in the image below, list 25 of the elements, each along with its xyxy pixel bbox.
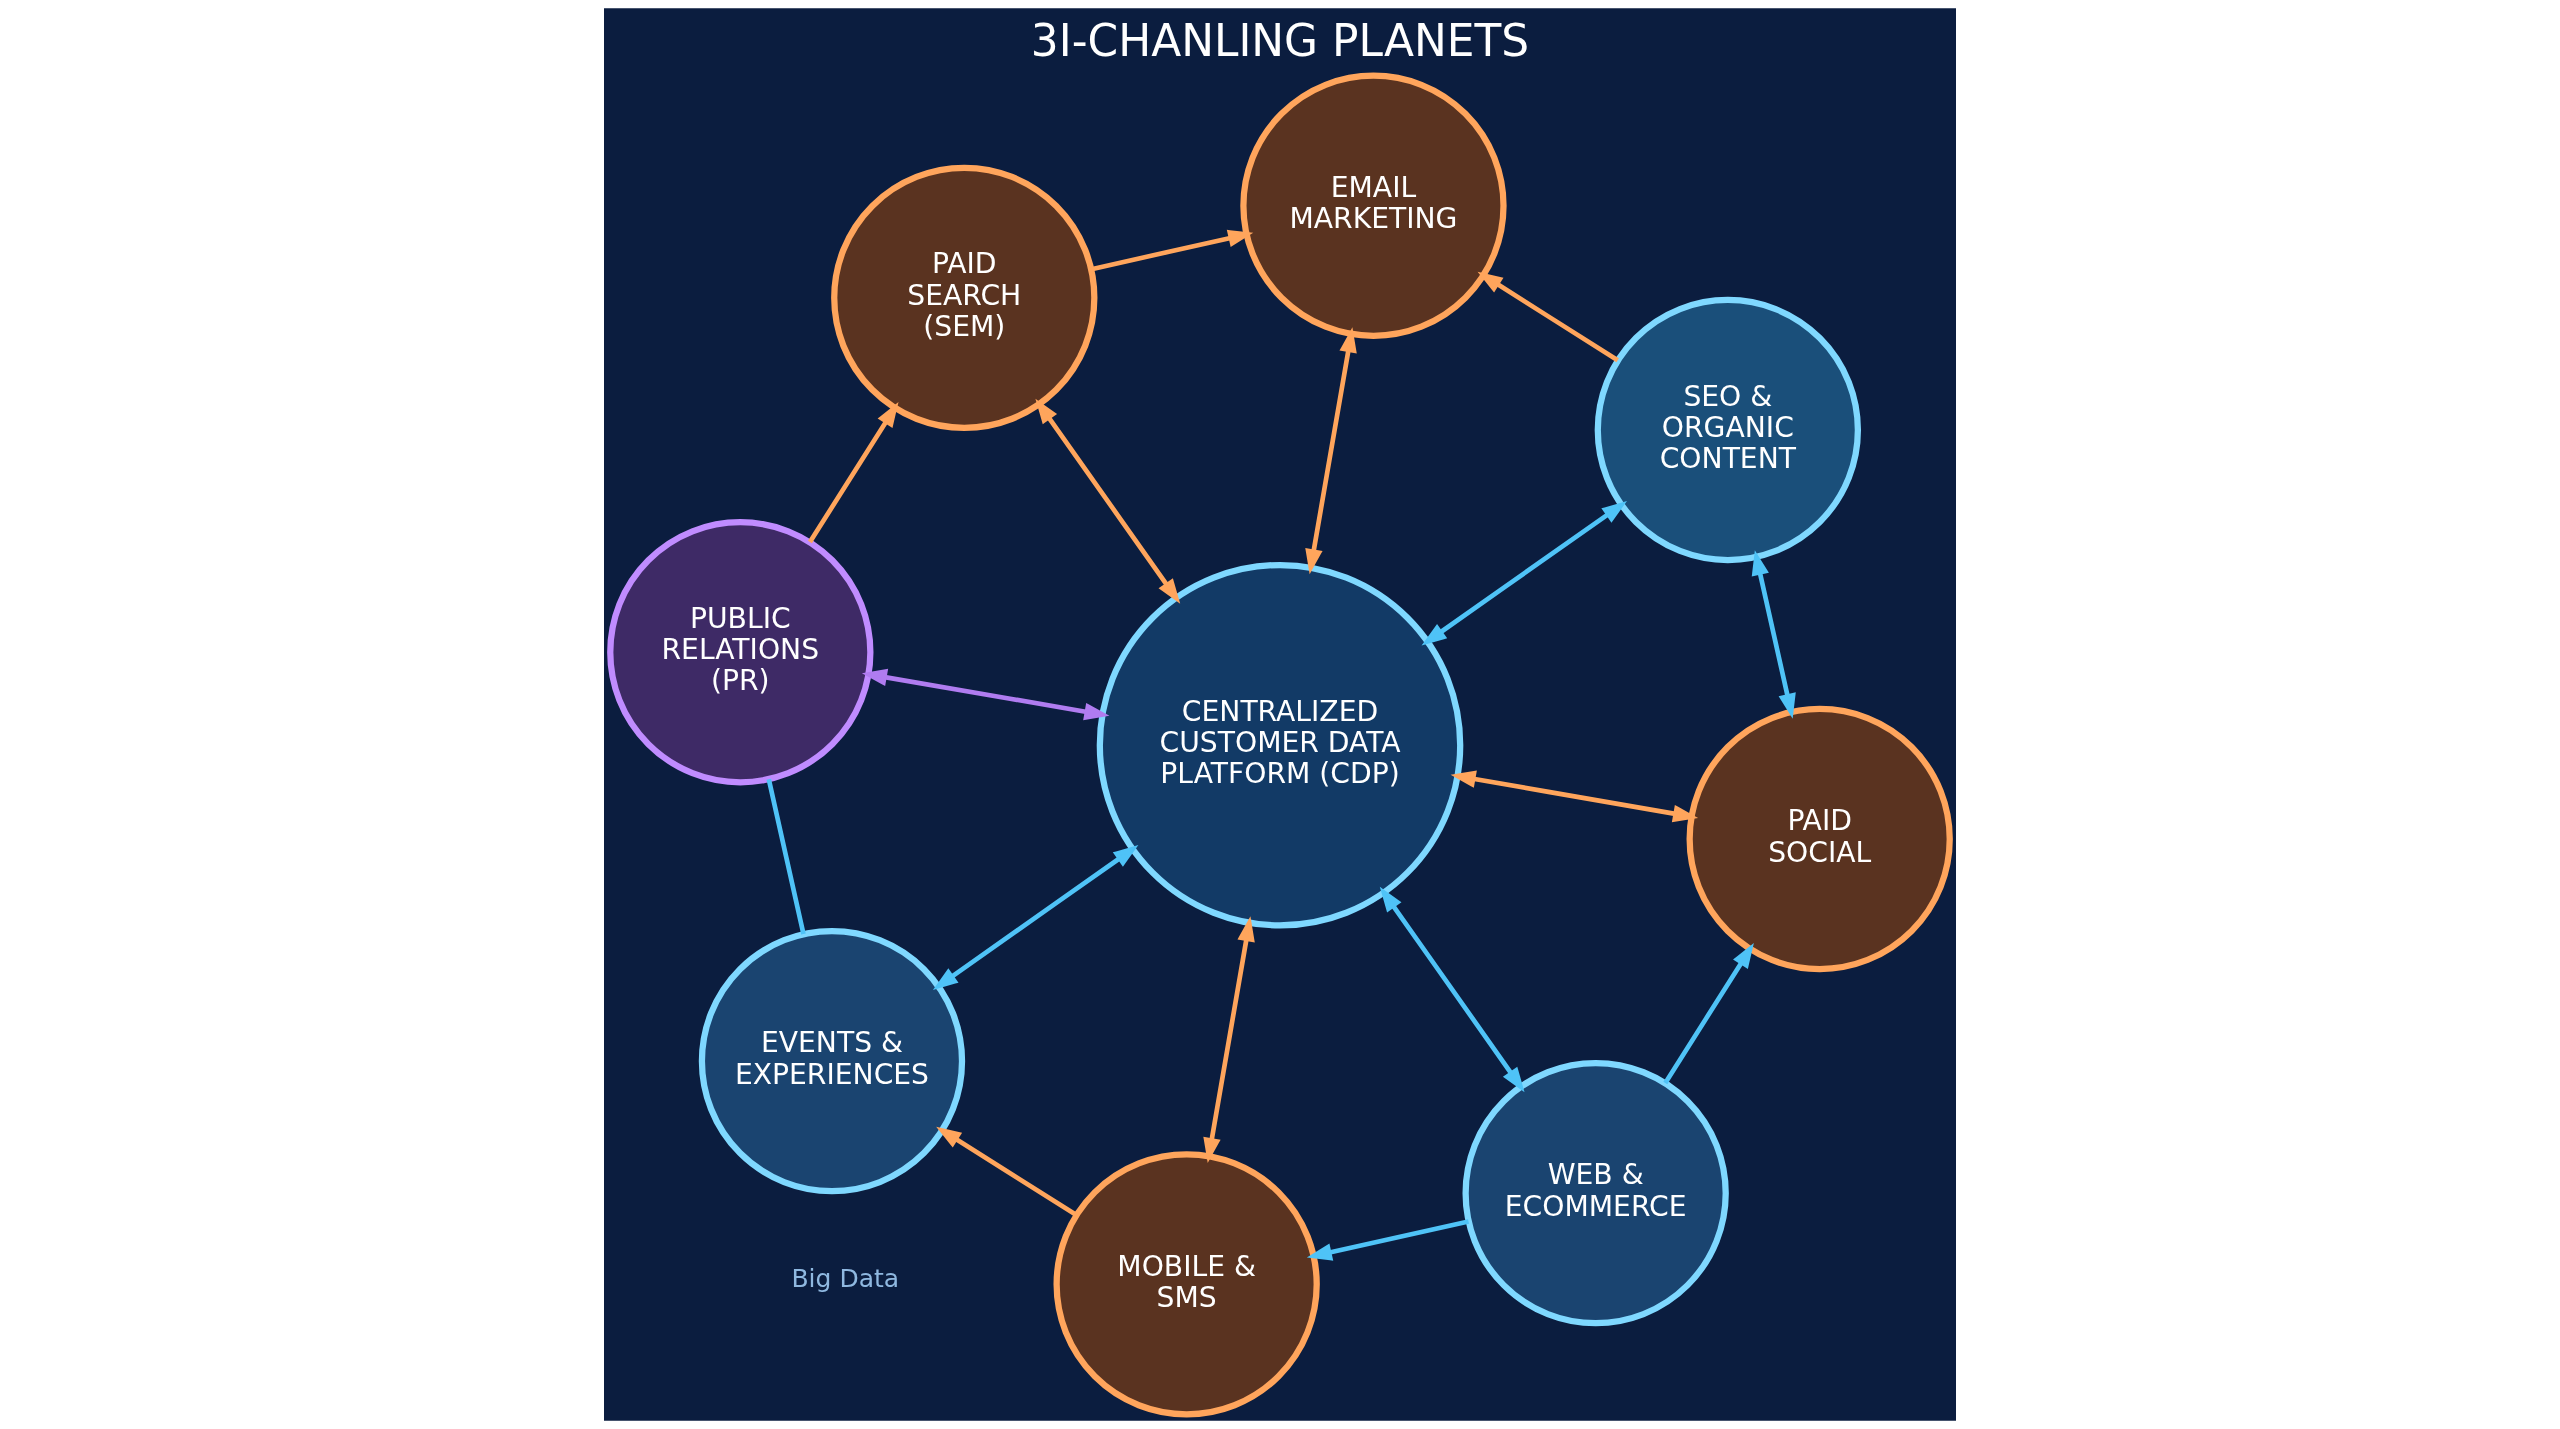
arrow xyxy=(861,668,1110,721)
arrow xyxy=(1035,398,1181,604)
node-circle: PAID SEARCH (SEM) xyxy=(831,164,1098,432)
arrow xyxy=(1203,916,1255,1163)
arrow xyxy=(1305,327,1357,575)
node-circle: PAID SOCIAL xyxy=(1686,705,1953,973)
arrow xyxy=(1663,943,1754,1085)
label: Big Data xyxy=(791,1264,900,1294)
arrow xyxy=(1091,229,1254,272)
arrow xyxy=(936,1126,1078,1217)
arrow xyxy=(1477,271,1619,363)
node-circle: SEO & ORGANIC CONTENT xyxy=(1594,296,1862,564)
node-circle: MOBILE & SMS xyxy=(1053,1151,1320,1418)
arrow xyxy=(1421,501,1627,646)
arrow xyxy=(1379,886,1525,1093)
arrow xyxy=(807,401,899,544)
arrow xyxy=(1751,550,1796,719)
node-circle: CENTRALIZED CUSTOMER DATA PLATFORM (CDP) xyxy=(1096,561,1464,929)
node-circle: WEB & ECOMMERCE xyxy=(1462,1060,1729,1327)
arrow xyxy=(1450,770,1699,823)
node-circle: PUBLIC RELATIONS (PR) xyxy=(607,519,874,786)
arrow xyxy=(1306,1219,1469,1261)
arrow xyxy=(932,845,1139,990)
diagram-title: 3I-CHANLING PLANETS xyxy=(1030,14,1530,66)
connector xyxy=(766,778,806,935)
